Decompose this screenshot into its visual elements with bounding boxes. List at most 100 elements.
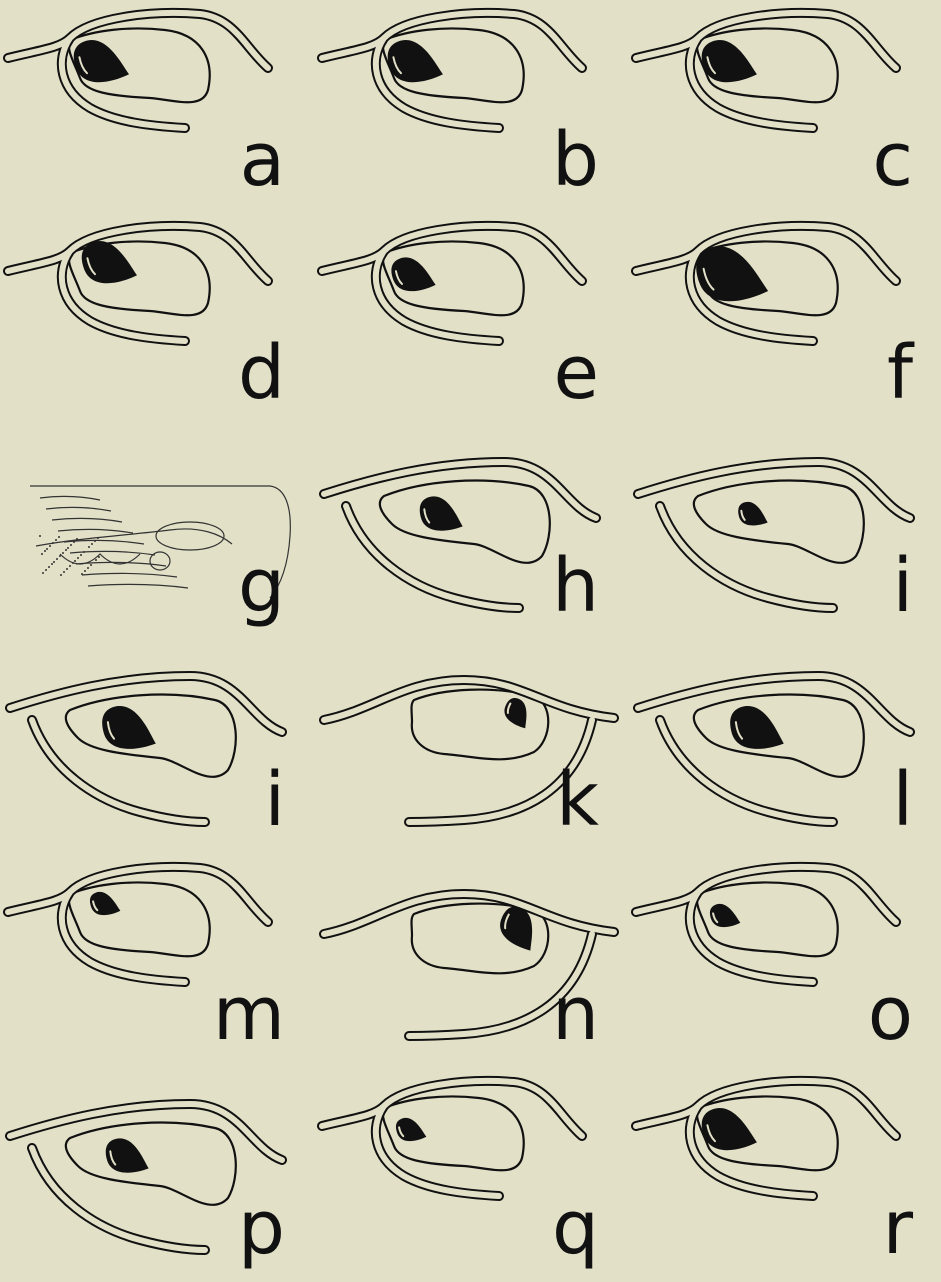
stipple-dot [44, 550, 46, 552]
duct-outline [8, 13, 268, 128]
panel-m: m [0, 854, 313, 1067]
stipple-dot [94, 540, 96, 542]
stipple-dot [69, 565, 71, 567]
hatch-line [88, 584, 188, 588]
gland-sketch [150, 552, 170, 570]
duct-outline [636, 867, 896, 982]
panel-l: l [628, 640, 941, 853]
stipple-dot [76, 538, 78, 540]
stipple-dot [52, 542, 54, 544]
stipple-dot [60, 574, 62, 576]
stipple-dot [55, 539, 57, 541]
stipple-dot [95, 559, 97, 561]
stipple-dot [73, 541, 75, 543]
hatch-line [58, 529, 133, 533]
panel-r: r [628, 1068, 941, 1281]
panel-label: l [892, 763, 913, 837]
panel-b: b [314, 0, 627, 213]
stipple-dot [53, 561, 55, 563]
panel-p: p [0, 1068, 313, 1281]
stipple-dot [49, 545, 51, 547]
stipple-dot [67, 547, 69, 549]
dark-body [393, 1113, 426, 1146]
dark-body [102, 1133, 148, 1179]
panel-label: c [872, 123, 913, 197]
duct-outline [636, 1081, 896, 1196]
dark-body [707, 899, 740, 932]
stipple-dot [80, 554, 82, 556]
dark-body [69, 31, 130, 91]
duct-outline [322, 13, 582, 128]
panel-d: d [0, 213, 313, 426]
panel-g: g [0, 426, 313, 639]
stipple-dot [46, 548, 48, 550]
stipple-dot [65, 549, 67, 551]
dark-body [87, 887, 120, 920]
sac-outline [69, 882, 210, 956]
panel-label: d [238, 336, 285, 410]
stipple-dot [90, 564, 92, 566]
dark-body-shape [416, 491, 462, 537]
stipple-dot [70, 544, 72, 546]
dark-body-shape [87, 887, 120, 920]
panel-label: h [552, 549, 599, 623]
panel-i-second: i [0, 640, 313, 853]
stipple-dot [98, 556, 100, 558]
panel-label: r [883, 1191, 913, 1265]
dark-body-shape [726, 699, 784, 756]
panel-label: n [552, 977, 599, 1051]
stipple-dot [91, 543, 93, 545]
dark-body-shape [383, 31, 444, 91]
panel-label: e [553, 336, 599, 410]
panel-label: k [556, 763, 599, 837]
dark-body [98, 699, 156, 756]
panel-e: e [314, 213, 627, 426]
panel-k: k [314, 640, 627, 853]
dark-body [416, 491, 462, 537]
stipple-dot [62, 552, 64, 554]
panel-a: a [0, 0, 313, 213]
hatch-line [46, 507, 111, 511]
panel-f: f [628, 213, 941, 426]
stipple-dot [83, 551, 85, 553]
dark-body-shape [69, 31, 130, 91]
stipple-dot [97, 537, 99, 539]
panel-label: o [868, 977, 913, 1051]
stipple-dot [39, 535, 41, 537]
panel-label: b [552, 123, 599, 197]
tube-sketch [36, 529, 232, 546]
dark-body [697, 31, 758, 91]
panel-label: f [887, 336, 913, 410]
panel-label: g [238, 549, 285, 623]
stipple-dot [88, 546, 90, 548]
duct-outline [322, 1081, 582, 1196]
dark-body-shape [98, 699, 156, 756]
stipple-dot [59, 555, 61, 557]
dark-body [697, 1099, 758, 1159]
panel-o: o [628, 854, 941, 1067]
stipple-dot [77, 557, 79, 559]
sac-outline [694, 481, 864, 563]
stipple-dot [51, 563, 53, 565]
dark-body-shape [102, 1133, 148, 1179]
hatch-line [70, 551, 155, 555]
stipple-dot [72, 562, 74, 564]
dark-body-shape [697, 31, 758, 91]
stipple-dot [41, 553, 43, 555]
panel-q: q [314, 1068, 627, 1281]
panel-h: h [314, 426, 627, 639]
dark-body [726, 699, 784, 756]
sac-sketch [156, 522, 224, 550]
stipple-dot [58, 536, 60, 538]
panel-label: m [213, 977, 285, 1051]
dark-body-shape [736, 498, 768, 530]
duct-outline [8, 867, 268, 982]
stipple-dot [84, 570, 86, 572]
sac-outline [66, 1123, 236, 1205]
dark-body [383, 31, 444, 91]
stipple-dot [87, 567, 89, 569]
dark-body-shape [501, 695, 534, 728]
panel-label: i [264, 763, 285, 837]
panel-label: q [552, 1191, 599, 1265]
